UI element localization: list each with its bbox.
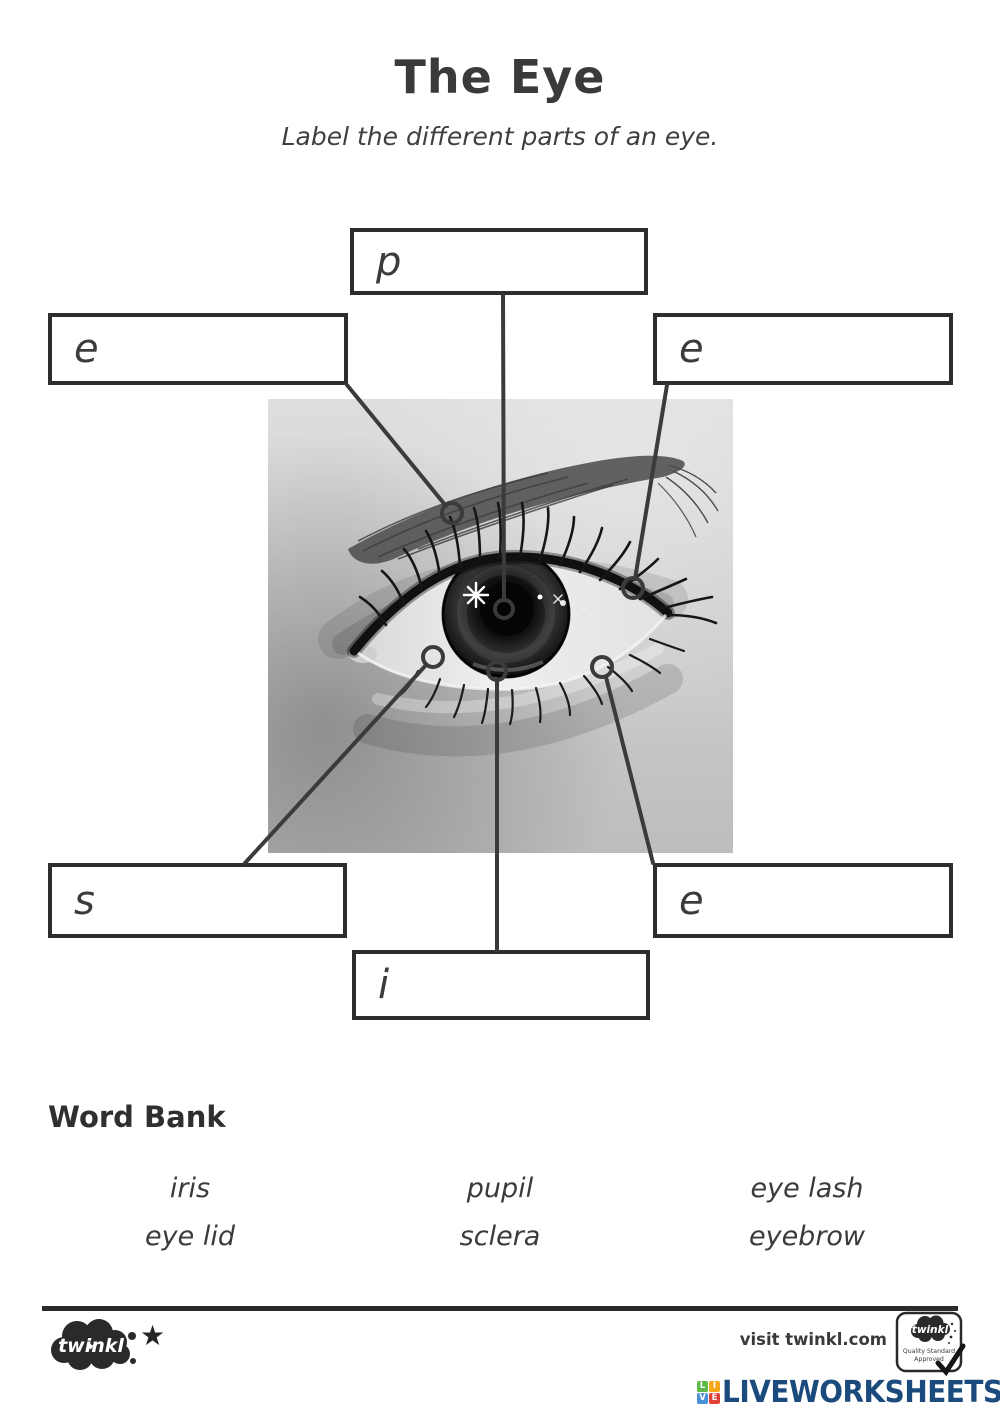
answer-letter: e: [74, 326, 99, 372]
answer-letter: p: [376, 238, 402, 285]
liveworksheets-logo: L I V E LIVEWORKSHEETS: [697, 1372, 1000, 1412]
word-bank-word: eyebrow: [748, 1221, 866, 1252]
word-bank-word: sclera: [459, 1221, 541, 1252]
word-bank-word: pupil: [466, 1173, 534, 1204]
upper-lashes-graphic: [358, 501, 718, 627]
word-bank-word: eye lid: [145, 1221, 235, 1252]
badge-brand-text: twinkl: [912, 1324, 949, 1336]
lws-block-l: L: [697, 1380, 708, 1392]
answer-letter: e: [679, 326, 704, 372]
star-icon: ★: [140, 1319, 166, 1352]
twinkl-logo: twinkl: [51, 1319, 136, 1370]
word-bank-word: eye lash: [750, 1173, 864, 1204]
page-title: The Eye: [394, 50, 606, 104]
page-subtitle: Label the different parts of an eye.: [281, 122, 719, 151]
eye-photo: [268, 399, 733, 853]
answer-box-eye-lash-lower[interactable]: e: [653, 863, 953, 938]
twinkl-quality-badge: twinkl Quality Standard Approved: [895, 1311, 966, 1377]
visit-twinkl-text: visit twinkl.com: [739, 1330, 887, 1349]
answer-box-eyebrow[interactable]: e: [48, 313, 348, 385]
footer-divider: [42, 1306, 958, 1311]
lws-block-v: V: [697, 1392, 708, 1404]
pupil-graphic: [480, 582, 534, 636]
answer-letter: i: [378, 962, 390, 1008]
answer-box-iris[interactable]: i: [352, 950, 650, 1020]
answer-box-pupil[interactable]: p: [350, 228, 648, 295]
lws-block-i: I: [709, 1380, 720, 1392]
answer-letter: e: [679, 877, 704, 924]
badge-check-icon: [935, 1343, 966, 1377]
answer-letter: s: [74, 877, 95, 924]
liveworksheets-wordmark: LIVEWORKSHEETS: [722, 1374, 1000, 1410]
liveworksheets-blocks-icon: L I V E: [697, 1380, 720, 1404]
answer-box-sclera[interactable]: s: [48, 863, 347, 938]
twinkl-logo-text: twinkl: [58, 1335, 124, 1357]
word-bank-word: iris: [169, 1173, 211, 1204]
word-bank-heading: Word Bank: [48, 1100, 226, 1134]
badge-line2: Approved: [914, 1356, 944, 1363]
badge-line1: Quality Standard: [903, 1348, 955, 1355]
lws-block-e: E: [709, 1392, 720, 1404]
answer-box-eye-lash-upper[interactable]: e: [653, 313, 953, 385]
